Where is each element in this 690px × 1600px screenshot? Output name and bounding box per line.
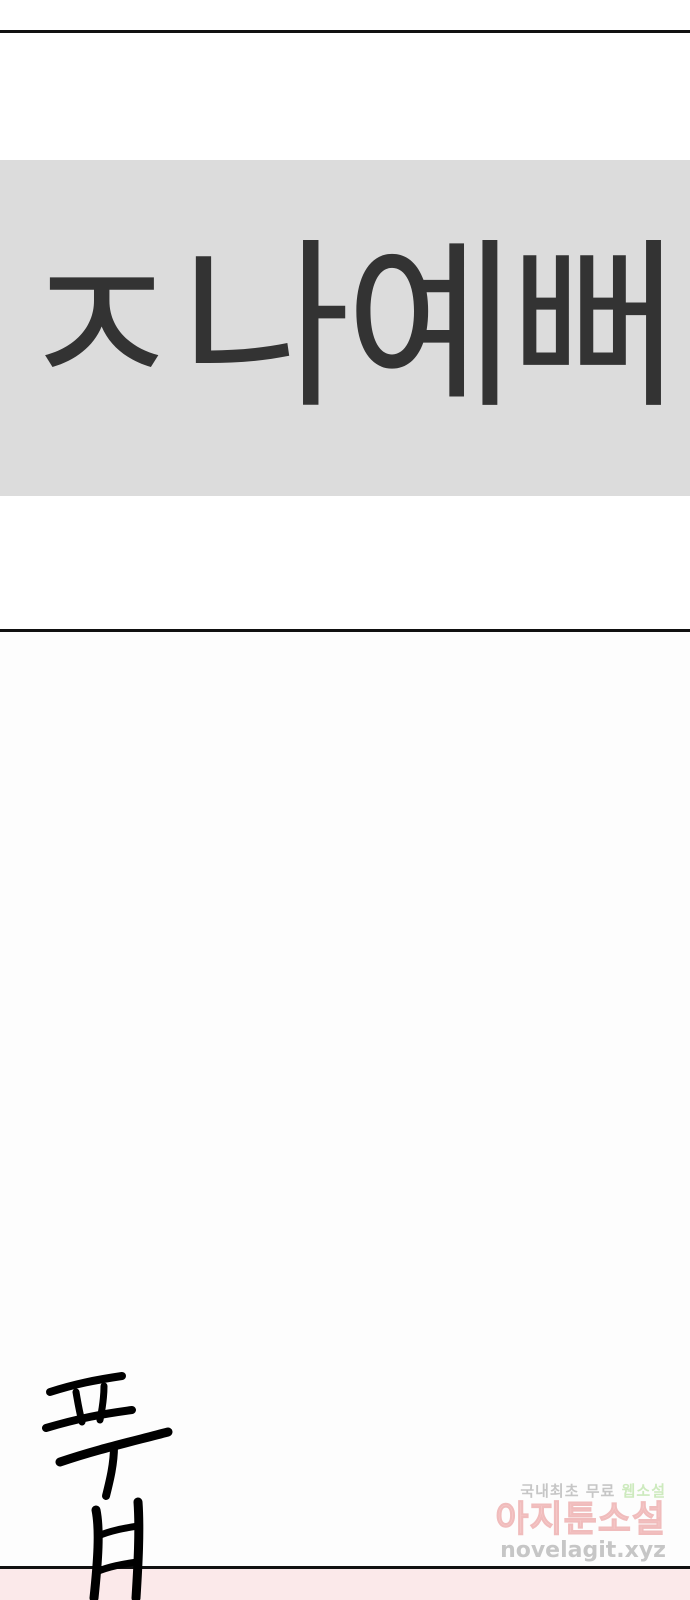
watermark-tagline-accent: 웹소설 — [621, 1482, 666, 1500]
next-panel-strip — [0, 1569, 690, 1600]
panel-border-middle — [0, 629, 690, 632]
chat-message-bubble: ㅈ나예뻐 — [0, 160, 690, 496]
top-margin — [0, 0, 690, 30]
watermark-brand: 아지툰소설 — [495, 1499, 666, 1540]
site-watermark: 국내최초 무료 웹소설 아지툰소설 novelagit.xyz — [466, 1480, 666, 1563]
watermark-tagline-prefix: 국내최초 무료 — [520, 1482, 616, 1500]
sound-effect-drawing — [40, 1370, 180, 1600]
chat-message-text: ㅈ나예뻐 — [14, 221, 681, 434]
watermark-tagline: 국내최초 무료 웹소설 — [466, 1480, 666, 1501]
sound-effect-glyphs — [42, 1372, 173, 1600]
panel-border-top — [0, 30, 690, 33]
watermark-domain: novelagit.xyz — [500, 1537, 666, 1563]
panel-border-bottom — [0, 1566, 690, 1569]
